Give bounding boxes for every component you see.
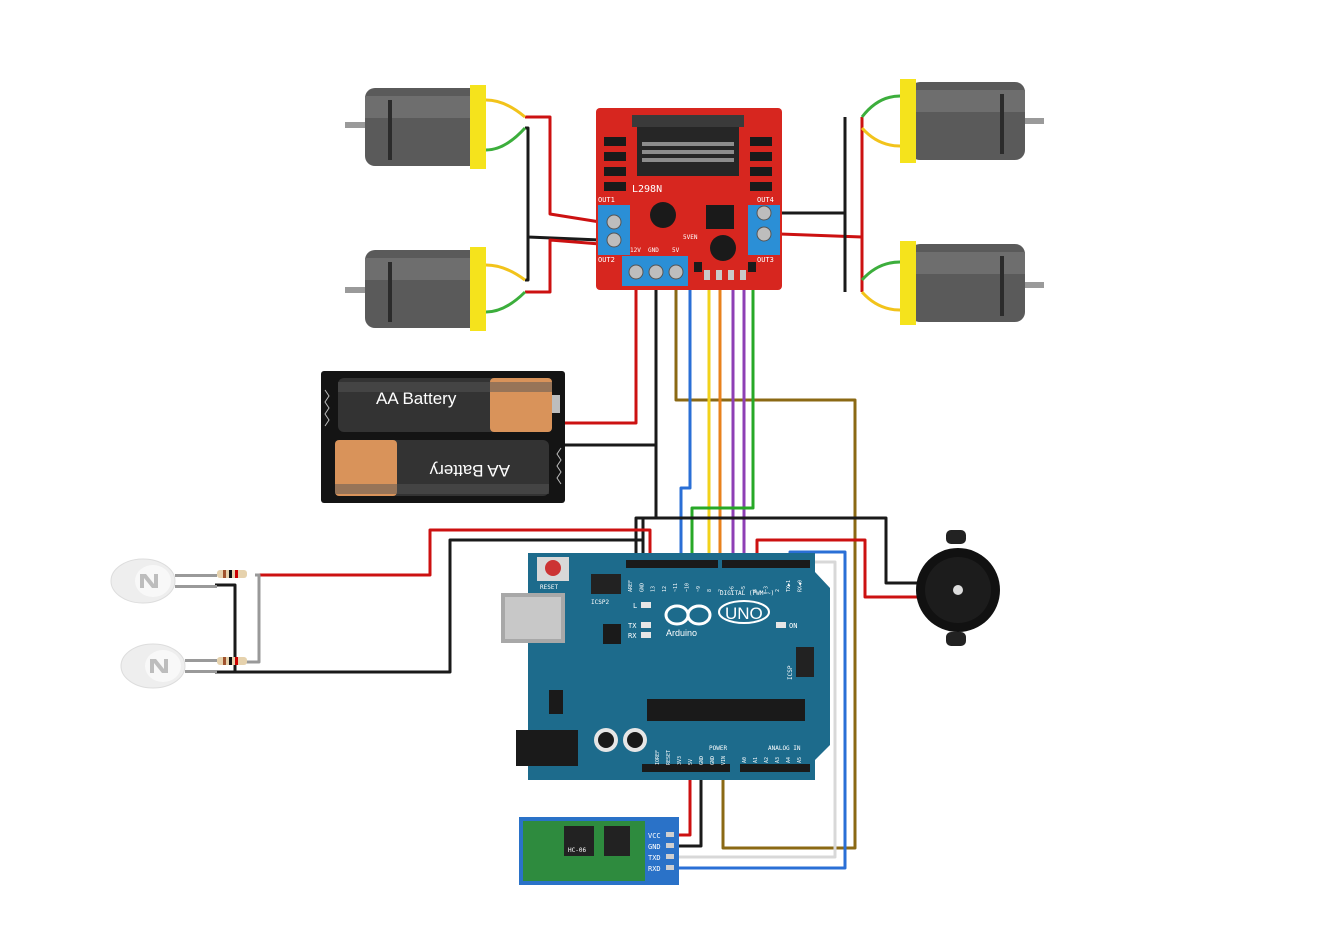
wire-motor2-red bbox=[525, 238, 601, 294]
dc-motor-icon bbox=[860, 241, 1044, 325]
hc06-module: HC-06 VCC GND TXD RXD bbox=[519, 817, 679, 885]
pin-label: RESET bbox=[666, 750, 672, 765]
pin-label: 2 bbox=[775, 589, 781, 592]
dc-motor-icon bbox=[860, 79, 1044, 163]
analog-pin-labels: A0 A1 A2 A3 A4 A5 bbox=[742, 757, 803, 763]
pin-label: A4 bbox=[786, 757, 792, 763]
wire-motor3-black bbox=[780, 117, 847, 215]
arduino-model: UNO bbox=[725, 604, 763, 623]
pin-label: ~11 bbox=[673, 583, 679, 592]
wire-buzzer-red bbox=[755, 538, 918, 599]
l298n-out3: OUT3 bbox=[757, 256, 774, 264]
pin-label: 13 bbox=[651, 586, 657, 592]
l298n-out1: OUT1 bbox=[598, 196, 615, 204]
wire-motor1-red bbox=[525, 115, 601, 224]
pin-label: 5V bbox=[688, 759, 694, 765]
battery-cell-bottom-label: AA Battery bbox=[429, 461, 510, 480]
pin-label: GND bbox=[710, 756, 716, 765]
ir-led-icon bbox=[110, 558, 247, 604]
dc-motor-icon bbox=[345, 247, 527, 331]
arduino-icsp2-label: ICSP2 bbox=[591, 599, 609, 606]
pin-label: TX▶1 bbox=[786, 580, 792, 592]
wire-in-green bbox=[690, 272, 755, 560]
wire-hc06-black bbox=[676, 768, 703, 848]
pin-label: A5 bbox=[797, 757, 803, 763]
wire-led-red bbox=[255, 528, 652, 577]
hc06-pin-label: TXD bbox=[648, 854, 661, 862]
arduino-reset-label: RESET bbox=[540, 584, 558, 591]
arduino-power-label: POWER bbox=[709, 745, 727, 752]
digital-pin-labels: AREF GND 13 12 ~11 ~10 ~9 8 7 ~6 ~5 4 ~3 2 TX▶1 RX◀0 bbox=[628, 580, 804, 592]
pin-label: ~9 bbox=[696, 586, 702, 592]
hc06-pin-label: RXD bbox=[648, 865, 661, 873]
hc06-pin-label: VCC bbox=[648, 832, 661, 840]
led-l-label: L bbox=[633, 602, 637, 610]
pin-label: A0 bbox=[742, 757, 748, 763]
l298n-out4: OUT4 bbox=[757, 196, 774, 204]
arduino-brand: Arduino bbox=[666, 628, 697, 638]
pin-label: ~5 bbox=[741, 586, 747, 592]
power-pin-labels: IOREF RESET 3V3 5V GND GND VIN bbox=[655, 750, 727, 765]
l298n-5ven: 5VEN bbox=[683, 234, 698, 241]
pin-label: 3V3 bbox=[677, 756, 683, 765]
l298n-gnd: GND bbox=[648, 247, 659, 254]
wire-battery-red bbox=[565, 282, 638, 425]
l298n-out2: OUT2 bbox=[598, 256, 615, 264]
wire-motor1-black bbox=[525, 126, 601, 242]
wire-led-black2 bbox=[215, 583, 237, 672]
wire-motor2-black bbox=[525, 237, 530, 282]
pin-label: 8 bbox=[707, 589, 713, 592]
arduino-icsp-label: ICSP bbox=[787, 665, 794, 680]
led-tx-label: TX bbox=[628, 622, 637, 630]
wire-led-black bbox=[215, 538, 643, 674]
pin-label: A3 bbox=[775, 757, 781, 763]
pin-label: ~3 bbox=[764, 586, 770, 592]
pin-label: ~10 bbox=[685, 583, 691, 592]
pin-label: VIN bbox=[721, 756, 727, 765]
wires bbox=[215, 115, 918, 870]
pin-label: 12 bbox=[662, 586, 668, 592]
l298n-title: L298N bbox=[632, 184, 662, 195]
pin-label: GND bbox=[699, 756, 705, 765]
wire-motor3-red bbox=[779, 117, 864, 239]
pin-label: 4 bbox=[752, 589, 758, 592]
l298n-12v: 12V bbox=[630, 247, 641, 254]
wire-hc06-red bbox=[676, 768, 692, 837]
dc-motor-icon bbox=[345, 85, 527, 169]
l298n-5v: 5V bbox=[672, 247, 680, 254]
pin-label: A2 bbox=[764, 757, 770, 763]
l298n-module: L298N 5VEN OUT1 OUT2 OUT4 OUT3 12V GND 5… bbox=[596, 108, 782, 290]
wire-battery-black bbox=[565, 282, 658, 447]
battery-cell-top-label: AA Battery bbox=[376, 389, 457, 408]
pin-label: RX◀0 bbox=[798, 580, 804, 592]
wire-5v-brown bbox=[674, 282, 857, 850]
pin-label: ~6 bbox=[730, 586, 736, 592]
pin-label: 7 bbox=[718, 589, 724, 592]
arduino-on-label: ON bbox=[789, 622, 797, 630]
arduino-analog-label: ANALOG IN bbox=[768, 745, 801, 752]
wire-buzzer-black bbox=[634, 516, 918, 585]
hc06-pin-label: GND bbox=[648, 843, 661, 851]
ir-led-icon bbox=[120, 643, 247, 689]
pin-label: GND bbox=[639, 583, 645, 592]
arduino-logo bbox=[664, 604, 712, 626]
pin-label: A1 bbox=[753, 757, 759, 763]
hc06-pin-labels: VCC GND TXD RXD bbox=[648, 832, 661, 873]
buzzer-icon bbox=[916, 530, 1000, 646]
wire-hc06-white bbox=[676, 560, 837, 859]
battery-pack-icon: AA Battery AA Battery bbox=[321, 371, 565, 503]
wire-in-blue bbox=[679, 282, 692, 560]
wire-led-gray1 bbox=[245, 573, 261, 664]
pin-label: AREF bbox=[628, 580, 634, 592]
hc06-label: HC-06 bbox=[568, 847, 586, 854]
led-rx-label: RX bbox=[628, 632, 637, 640]
pin-label: IOREF bbox=[655, 750, 661, 765]
arduino-digital-label: DIGITAL (PWM=~) bbox=[720, 590, 774, 597]
